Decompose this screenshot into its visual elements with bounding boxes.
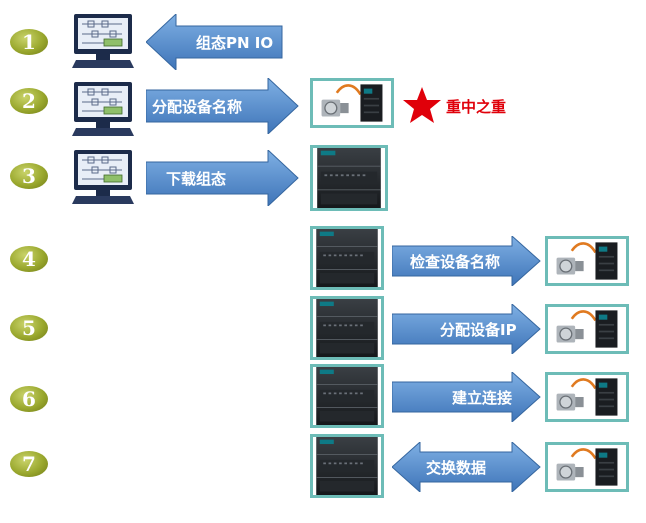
arrow-check-device-name (392, 236, 541, 286)
servo-drive-icon (548, 307, 626, 351)
highlight-label: 重中之重 (446, 98, 507, 116)
drive-frame-row6 (545, 372, 629, 422)
arrow-label-check-device-name: 检查设备名称 (410, 253, 501, 271)
step-7-marker: 7 (10, 451, 48, 477)
servo-drive-icon (548, 239, 626, 283)
arrow-exchange-data (392, 442, 541, 492)
step-1-marker: 1 (10, 29, 48, 55)
plc-icon (313, 229, 381, 287)
computer-icon-3 (70, 148, 136, 206)
arrow-download-config (146, 150, 299, 206)
servo-drive-icon (313, 81, 391, 125)
plc-icon (313, 299, 381, 357)
computer-icon-1 (70, 12, 136, 70)
step-2-marker: 2 (10, 88, 48, 114)
step-6-marker: 6 (10, 386, 48, 412)
plc-icon (313, 437, 381, 495)
plc-frame-row4 (310, 226, 384, 290)
plc-frame-row7 (310, 434, 384, 498)
drive-frame-row2 (310, 78, 394, 128)
computer-icon-2 (70, 80, 136, 138)
arrow-configure-pn-io (146, 14, 283, 70)
plc-icon (313, 367, 381, 425)
arrow-label-exchange-data: 交换数据 (426, 459, 487, 477)
arrow-label-configure-pn-io: 组态PN IO (196, 34, 274, 52)
arrow-assign-device-name (146, 78, 299, 134)
plc-frame-row5 (310, 296, 384, 360)
star-icon (403, 87, 441, 123)
drive-frame-row7 (545, 442, 629, 492)
plc-frame-row6 (310, 364, 384, 428)
servo-drive-icon (548, 445, 626, 489)
plc-icon (313, 148, 385, 208)
plc-frame-row3 (310, 145, 388, 211)
arrow-label-assign-device-name: 分配设备名称 (152, 98, 243, 116)
servo-drive-icon (548, 375, 626, 419)
step-5-marker: 5 (10, 315, 48, 341)
arrow-label-establish-connection: 建立连接 (452, 389, 513, 407)
step-4-marker: 4 (10, 246, 48, 272)
arrow-label-assign-device-ip: 分配设备IP (440, 321, 517, 339)
arrow-assign-device-ip (392, 304, 541, 354)
step-3-marker: 3 (10, 163, 48, 189)
arrow-label-download-config: 下载组态 (166, 170, 227, 188)
drive-frame-row4 (545, 236, 629, 286)
drive-frame-row5 (545, 304, 629, 354)
arrow-establish-connection (392, 372, 541, 422)
